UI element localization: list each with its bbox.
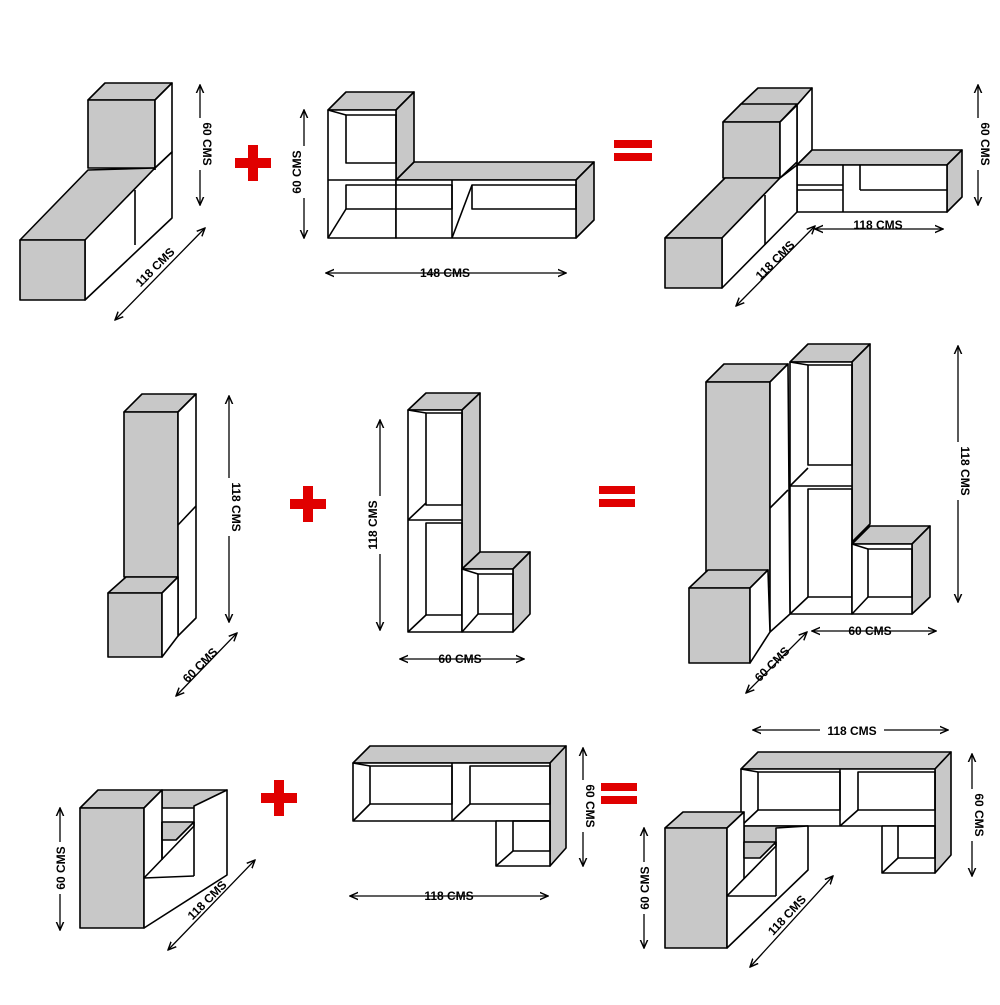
row2-mid-width-label: 60 CMS	[438, 652, 481, 666]
row3-mid-height-dim: 60 CMS	[575, 748, 597, 866]
row1-right-unit	[664, 87, 963, 289]
row1-left-height-label: 60 CMS	[200, 122, 214, 165]
row1-right-width-label: 118 CMS	[853, 218, 902, 232]
row3-mid-height-label: 60 CMS	[583, 784, 597, 827]
row1-mid-height-label: 60 CMS	[290, 150, 304, 193]
row1-right-height-dim: 60 CMS	[970, 85, 992, 205]
row2-right-height-dim: 118 CMS	[950, 346, 972, 602]
row1-left-unit	[19, 82, 173, 301]
row2-left-height-dim: 118 CMS	[221, 396, 243, 622]
row1-mid-height-dim: 60 CMS	[290, 110, 312, 238]
row2-mid-height-label: 118 CMS	[366, 500, 380, 549]
row3-mid-width-dim: 118 CMS	[350, 889, 548, 903]
row1-mid-width-label: 148 CMS	[420, 266, 470, 280]
row2-mid-unit	[407, 392, 531, 633]
plus-icon	[235, 145, 271, 181]
row1-right-width-dim: 118 CMS	[815, 218, 943, 232]
row2-right-width-label: 60 CMS	[848, 624, 891, 638]
row1-left-height-dim: 60 CMS	[192, 85, 214, 205]
equals-icon	[614, 140, 652, 161]
row2-mid-width-dim: 60 CMS	[400, 652, 524, 666]
row1-mid-unit	[327, 91, 595, 239]
row2-right-unit	[688, 343, 931, 664]
row1-mid-width-dim: 148 CMS	[326, 266, 566, 280]
row3-right-unit	[664, 751, 952, 949]
row3-right-height-dim: 60 CMS	[964, 754, 986, 876]
row2-left-depth-dim: 60 CMS	[176, 633, 237, 696]
row3-mid-unit	[352, 745, 567, 867]
row2-right-height-label: 118 CMS	[958, 446, 972, 495]
row2-mid-height-dim: 118 CMS	[366, 420, 388, 630]
row2-right-width-dim: 60 CMS	[812, 624, 936, 638]
row3-left-height-label: 60 CMS	[54, 846, 68, 889]
row1-left-depth-label: 118 CMS	[133, 245, 178, 290]
row3-right-height-label: 60 CMS	[972, 793, 986, 836]
equals-icon	[601, 783, 637, 804]
row3-right-left-height-label: 60 CMS	[638, 866, 652, 909]
plus-icon	[290, 486, 326, 522]
equals-icon	[599, 486, 635, 507]
row3-mid-width-label: 118 CMS	[424, 889, 473, 903]
plus-icon	[261, 780, 297, 816]
row3-right-top-label: 118 CMS	[827, 724, 876, 738]
row2-left-height-label: 118 CMS	[229, 482, 243, 531]
row3-right-left-height-dim: 60 CMS	[636, 828, 652, 948]
row1-right-height-label: 60 CMS	[978, 122, 992, 165]
row2-left-depth-label: 60 CMS	[180, 645, 221, 686]
row2-left-unit	[107, 393, 197, 658]
row3-left-height-dim: 60 CMS	[52, 808, 68, 930]
row3-right-top-dim: 118 CMS	[753, 722, 948, 738]
